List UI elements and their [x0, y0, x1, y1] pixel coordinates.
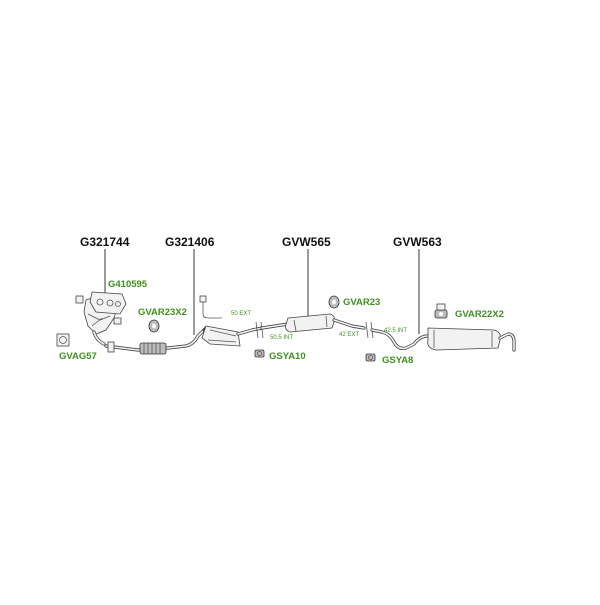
- middle-mount-drawing: [328, 295, 340, 309]
- rear-silencer-drawing: [370, 327, 516, 352]
- middle-silencer-drawing: [260, 313, 366, 333]
- label-clamp-rear[interactable]: GSYA8: [382, 355, 413, 366]
- dim-50-5-int: 50.5 INT: [270, 335, 293, 341]
- front-clamp-drawing: [254, 321, 265, 358]
- rear-clamp-drawing: [365, 321, 376, 362]
- rear-mount-drawing: [434, 303, 448, 319]
- label-manifold[interactable]: G321744: [80, 235, 130, 249]
- label-flange-gasket[interactable]: GVAG57: [59, 351, 97, 362]
- front-pipe-drawing: [104, 328, 206, 355]
- label-manifold-gasket[interactable]: G410595: [108, 279, 148, 290]
- dim-42-ext: 42 EXT: [339, 332, 359, 338]
- sensor-bracket-drawing: [199, 295, 222, 319]
- label-clamp-front[interactable]: GSYA10: [269, 351, 306, 362]
- label-rubber-mount-rear[interactable]: GVAR22X2: [455, 309, 504, 320]
- manifold-gasket-drawing: [89, 291, 127, 315]
- label-front-pipe[interactable]: G321406: [165, 235, 215, 249]
- flange-gasket-drawing: [56, 333, 70, 347]
- dim-50-ext: 50 EXT: [231, 311, 251, 317]
- dim-42-5-int: 42.5 INT: [384, 328, 407, 334]
- front-mount-drawing: [148, 319, 160, 333]
- catalyst-drawing: [201, 325, 264, 347]
- label-rubber-mount-middle[interactable]: GVAR23: [343, 297, 380, 308]
- label-rear-silencer[interactable]: GVW563: [393, 235, 442, 249]
- label-middle-silencer[interactable]: GVW565: [282, 235, 331, 249]
- label-rubber-mount-front[interactable]: GVAR23X2: [138, 307, 187, 318]
